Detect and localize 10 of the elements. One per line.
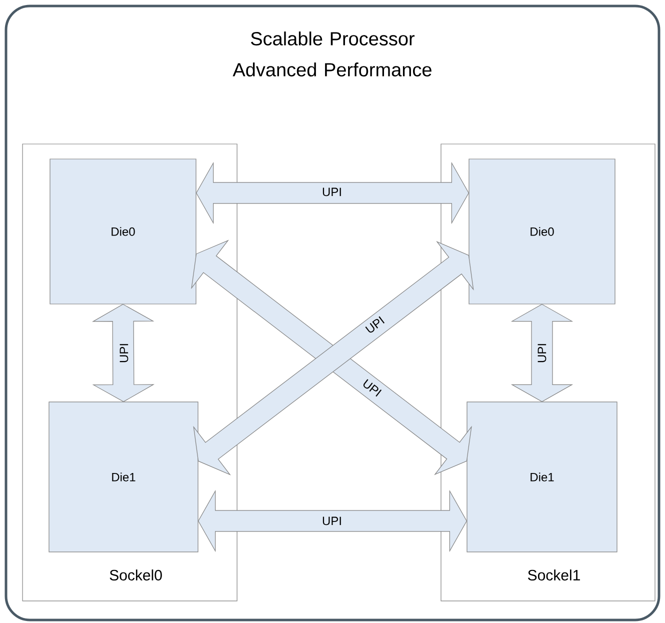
edge-label: UPI — [321, 186, 343, 198]
edge-label: UPI — [360, 377, 384, 399]
die-box: Die0 — [468, 158, 616, 304]
edge-label: UPI — [321, 516, 343, 526]
die-box: Die0 — [50, 158, 196, 304]
die-box: Die1 — [48, 402, 198, 552]
die-box: Die1 — [466, 402, 618, 552]
edge-label: UPI — [363, 314, 387, 336]
double-arrow — [510, 304, 574, 402]
double-arrow — [92, 304, 155, 402]
